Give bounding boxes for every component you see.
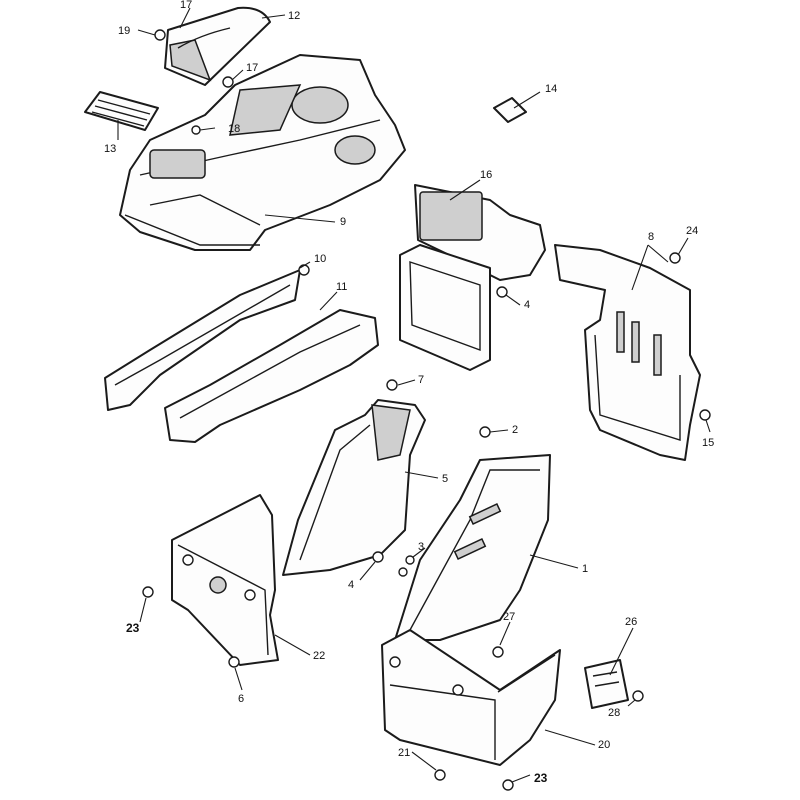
part-10-trim-strip: [104, 269, 301, 411]
part-20-bottom-pan: [381, 629, 561, 766]
part-5-side-panel: [282, 399, 426, 576]
screw-21: [434, 769, 446, 781]
clip-27: [492, 646, 504, 658]
callout-26: 26: [625, 616, 637, 628]
part-8-side-panel: [554, 244, 701, 461]
callout-16: 16: [480, 169, 492, 181]
screw-23-left: [142, 586, 154, 598]
callout-19: 19: [118, 25, 130, 37]
callout-20: 20: [598, 739, 610, 751]
callout-3: 3: [418, 541, 424, 553]
callout-labels: 17 12 19 17 18 13 9 14 16 4 8 24 15 10 1…: [104, 0, 714, 785]
screw-3: [405, 555, 415, 565]
screw-23-right: [502, 779, 514, 791]
screw-18: [191, 125, 201, 135]
callout-23-right: 23: [534, 771, 548, 785]
part-12-console-pod: [164, 6, 271, 86]
part-22-front-bracket: [171, 494, 279, 666]
callout-2: 2: [512, 424, 518, 436]
screw-17-lower: [222, 76, 234, 88]
callout-23-left: 23: [126, 621, 140, 635]
callout-7: 7: [418, 374, 424, 386]
screw-6: [228, 656, 240, 668]
screw-10: [298, 264, 310, 276]
callout-4-upper: 4: [524, 299, 530, 311]
screw-24: [669, 252, 681, 264]
screw-2: [479, 426, 491, 438]
callout-15: 15: [702, 437, 714, 449]
callout-10: 10: [314, 253, 326, 265]
callout-17-top: 17: [180, 0, 192, 11]
part-16-pocket-panel: [414, 184, 546, 281]
screw-7: [386, 379, 398, 391]
part-26-plate: [584, 659, 629, 709]
part-13-grille: [84, 91, 159, 131]
leader-lines: [117, 7, 711, 783]
dash-bracket-upper: [399, 244, 491, 371]
callout-5: 5: [442, 473, 448, 485]
part-9-hood-shell: [119, 54, 406, 251]
callout-24: 24: [686, 225, 698, 237]
screw-28: [632, 690, 644, 702]
screw-4-lower: [372, 551, 384, 563]
callout-21: 21: [398, 747, 410, 759]
fasteners: [142, 29, 711, 791]
callout-12: 12: [288, 10, 300, 22]
screw-19: [154, 29, 166, 41]
callout-14: 14: [545, 83, 557, 95]
callout-4-lower: 4: [348, 579, 354, 591]
callout-1: 1: [582, 563, 588, 575]
screw-3b: [398, 567, 408, 577]
callout-27: 27: [503, 611, 515, 623]
callout-8: 8: [648, 231, 654, 243]
callout-28: 28: [608, 707, 620, 719]
part-1-front-panel: [394, 454, 551, 641]
part-11-trim-strip: [164, 309, 379, 443]
callout-13: 13: [104, 143, 116, 155]
part-14-label: [493, 97, 527, 123]
screw-4-upper: [496, 286, 508, 298]
screw-15: [699, 409, 711, 421]
callout-11: 11: [336, 281, 347, 293]
callout-9: 9: [340, 216, 346, 228]
callout-18: 18: [228, 123, 240, 135]
callout-6: 6: [238, 693, 244, 705]
callout-17-lower: 17: [246, 62, 258, 74]
callout-22: 22: [313, 650, 325, 662]
